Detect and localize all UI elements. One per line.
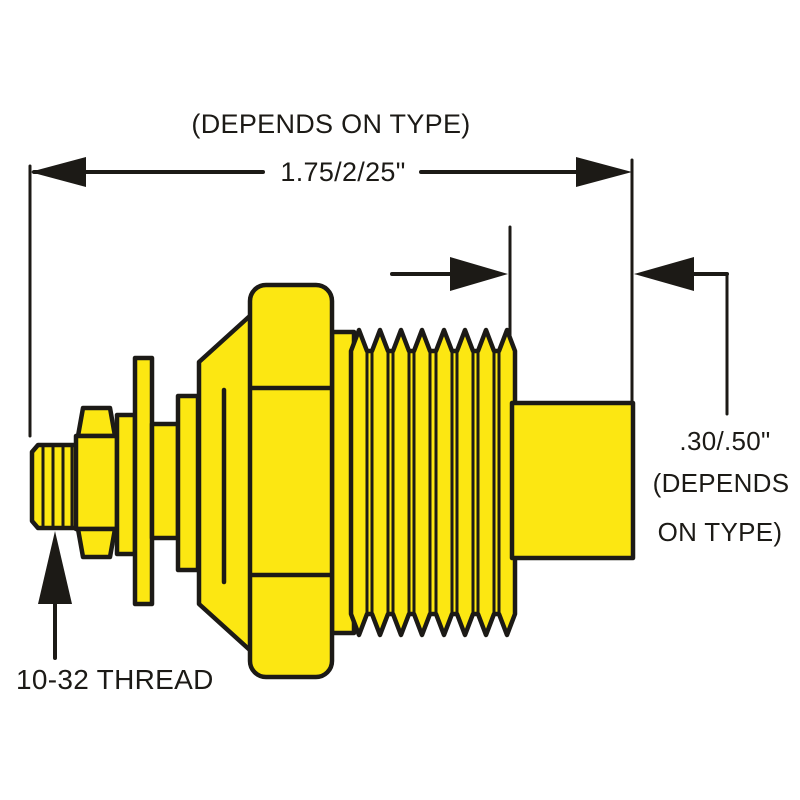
small-hex-center-facet xyxy=(73,433,120,532)
small-hex-bottom-facet xyxy=(75,526,118,560)
npt-thread-lines xyxy=(365,350,501,615)
arrowhead-overall-right xyxy=(576,157,632,187)
label-stud-thread: 10-32 THREAD xyxy=(16,664,214,695)
small-hex-top-facet xyxy=(75,405,118,439)
spacer-ring-2 xyxy=(149,421,181,541)
hex-facet-lines xyxy=(249,385,333,578)
npt-thread-shape xyxy=(348,327,518,638)
arrowhead-overall-left xyxy=(30,157,86,187)
body-cylinder xyxy=(175,393,201,573)
hex-front-facet xyxy=(247,282,335,680)
label-terminal-length: .30/.50" xyxy=(679,426,771,456)
arrowhead-terminal-right xyxy=(634,257,694,291)
arrowhead-terminal-left xyxy=(450,257,508,291)
label-terminal-note-line1: (DEPENDS xyxy=(652,468,790,498)
mounting-flange xyxy=(132,355,155,607)
label-terminal-note-line2: ON TYPE) xyxy=(657,517,783,547)
arrowhead-stud-callout xyxy=(38,531,72,604)
spacer-ring xyxy=(114,412,138,557)
terminal-blade xyxy=(509,400,636,561)
stud-thread-lines xyxy=(41,444,74,529)
label-overall-length: 1.75/2/25" xyxy=(280,157,406,187)
label-top-note: (DEPENDS ON TYPE) xyxy=(191,109,471,139)
